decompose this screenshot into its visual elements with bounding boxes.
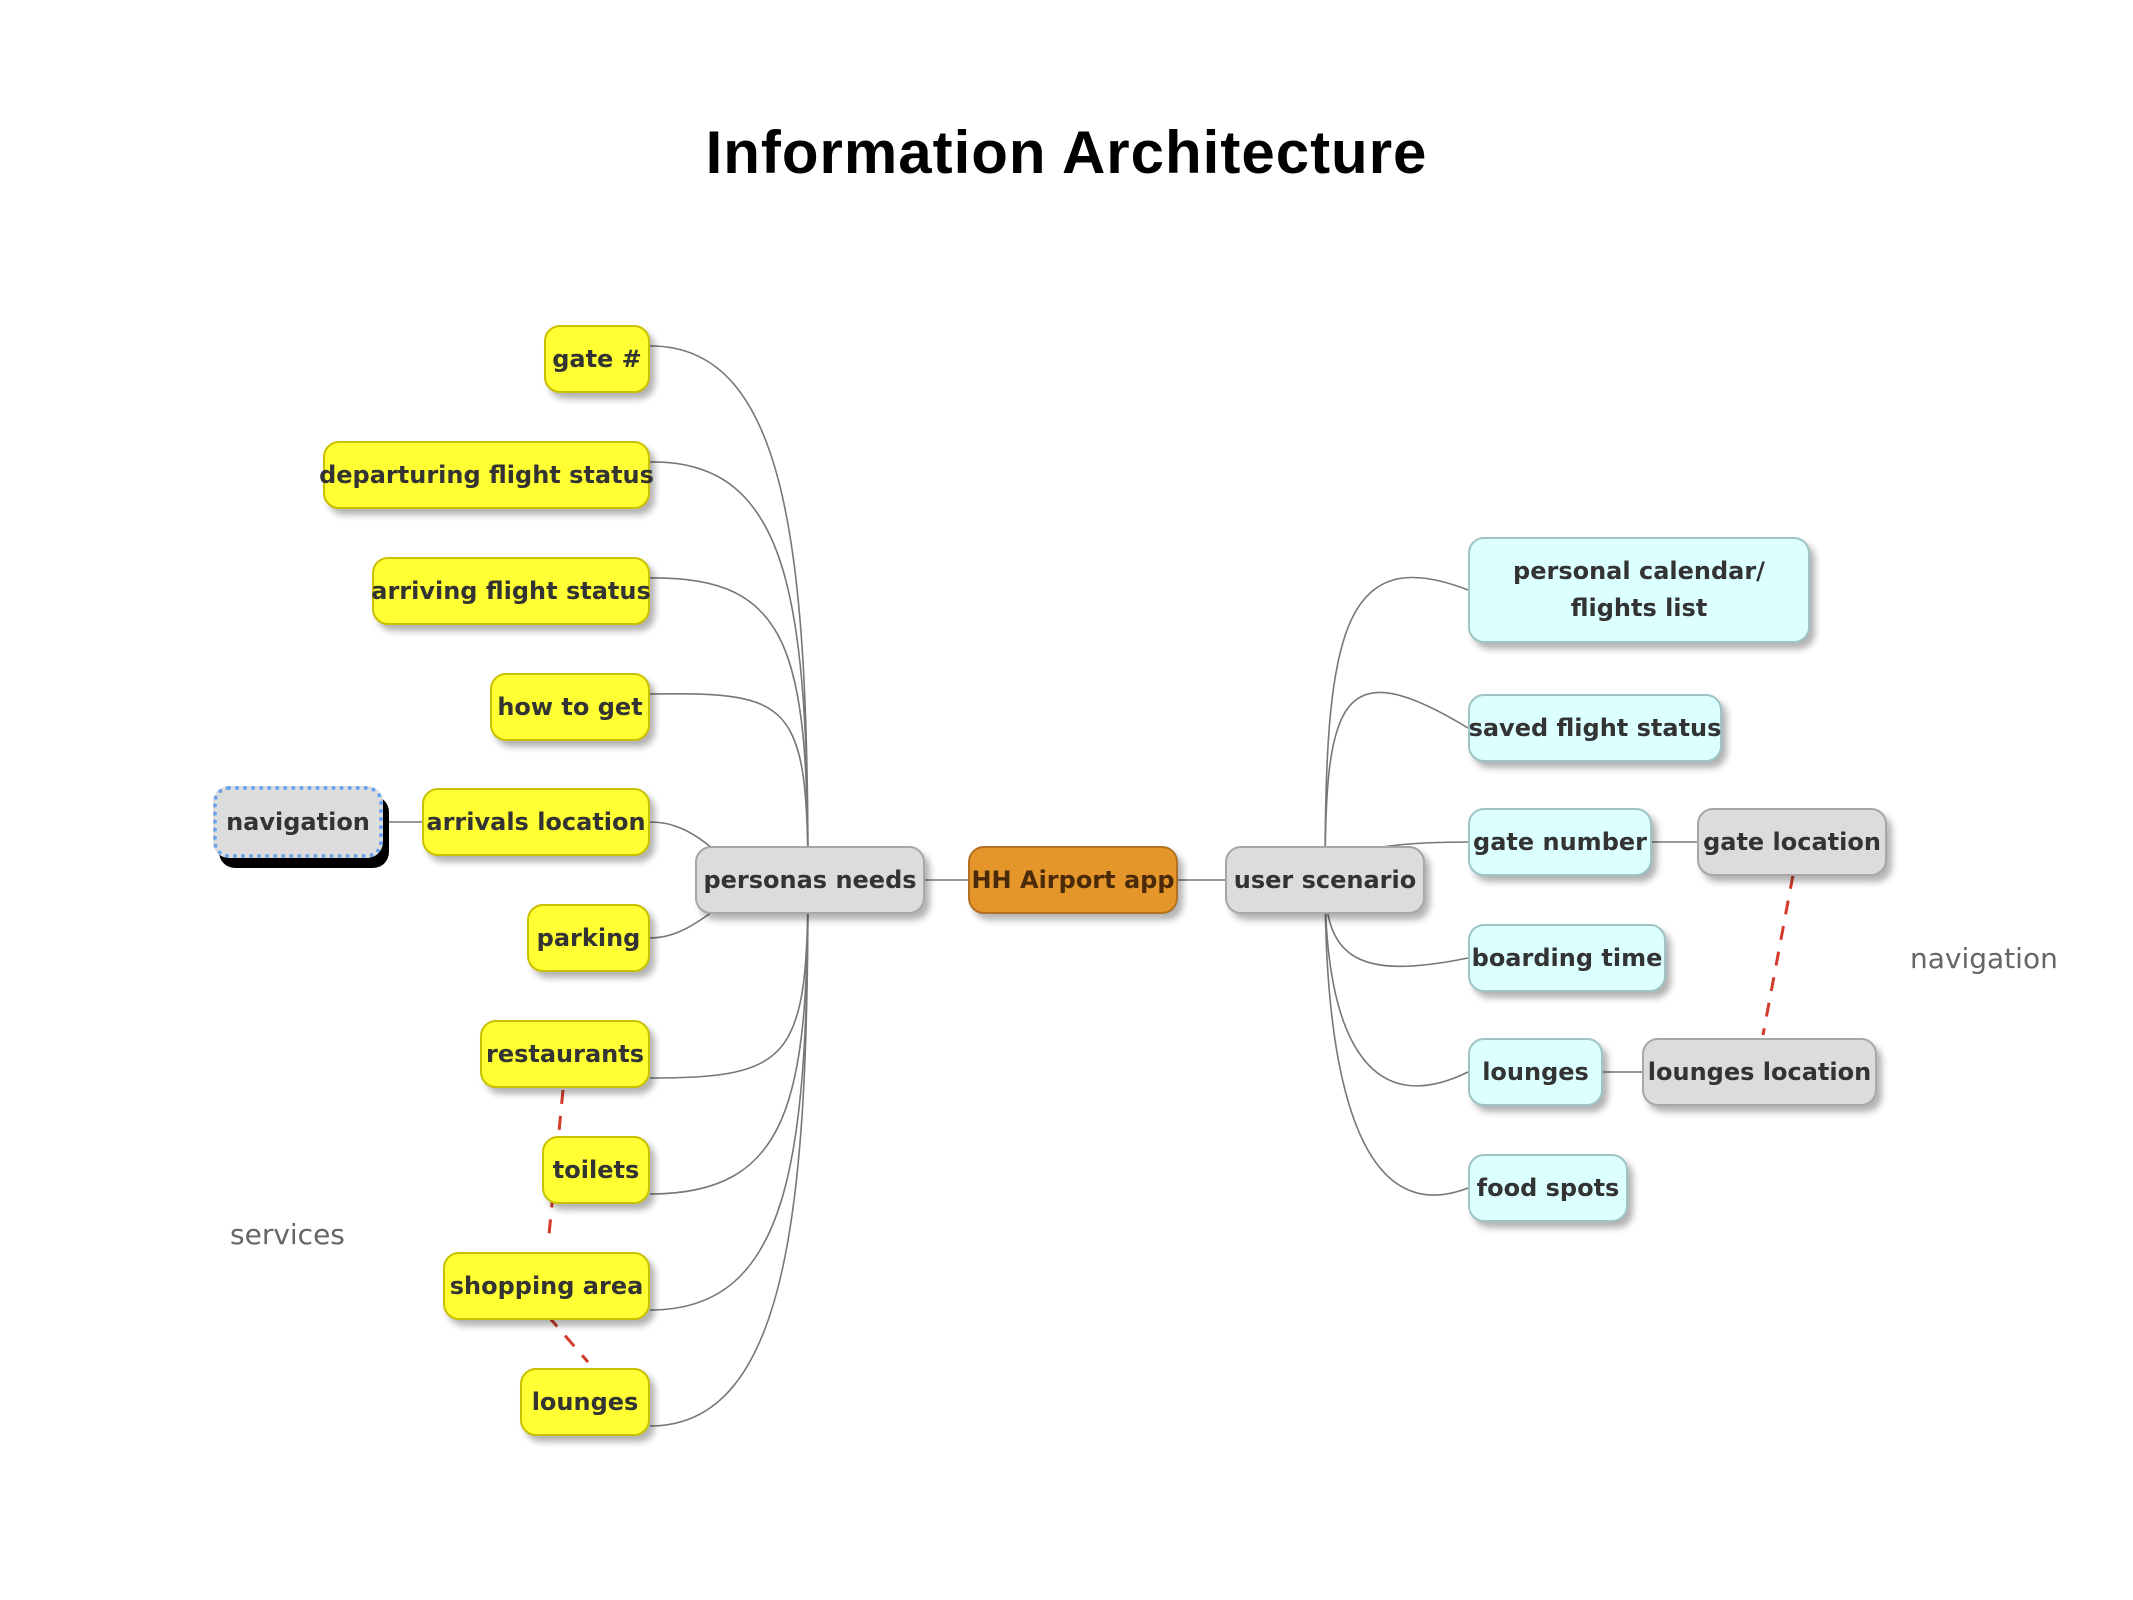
leaf-food-spots[interactable]: food spots — [1468, 1154, 1628, 1222]
leaf-boarding-time[interactable]: boarding time — [1468, 924, 1666, 992]
dashed-link-navigation — [1761, 874, 1795, 1036]
leaf-lounges-right[interactable]: lounges — [1468, 1038, 1603, 1106]
leaf-personal-calendar[interactable]: personal calendar/ flights list — [1468, 537, 1810, 643]
leaf-arriving-flight-status[interactable]: arriving flight status — [371, 557, 651, 625]
leaf-gate-number[interactable]: gate number — [1468, 808, 1652, 876]
page-title: Information Architecture — [705, 119, 1428, 186]
center-node[interactable]: HH Airport app — [968, 846, 1178, 914]
leaf-gate[interactable]: gate # — [544, 325, 650, 393]
link-departuring — [649, 461, 809, 881]
link-arriving — [649, 577, 809, 881]
link-toilets — [649, 879, 809, 1195]
leaf-restaurants[interactable]: restaurants — [480, 1020, 650, 1088]
branch-user-scenario[interactable]: user scenario — [1225, 846, 1425, 914]
leaf-gate-location[interactable]: gate location — [1697, 808, 1887, 876]
group-label-services: services — [230, 1218, 345, 1251]
leaf-lounges-location[interactable]: lounges location — [1642, 1038, 1877, 1106]
link-arrivals — [649, 821, 713, 849]
link-parking — [649, 911, 713, 939]
leaf-saved-flight-status[interactable]: saved flight status — [1468, 694, 1722, 762]
link-shopping — [649, 879, 809, 1311]
link-food — [1324, 879, 1469, 1196]
group-label-navigation: navigation — [1910, 942, 2058, 975]
leaf-toilets[interactable]: toilets — [542, 1136, 650, 1204]
link-calendar — [1324, 576, 1469, 881]
leaf-parking[interactable]: parking — [527, 904, 650, 972]
link-gate — [649, 345, 809, 881]
leaf-navigation-left[interactable]: navigation — [213, 786, 383, 858]
leaf-departuring-flight-status[interactable]: departuring flight status — [319, 441, 654, 509]
link-lounges-right — [1324, 879, 1469, 1087]
leaf-shopping-area[interactable]: shopping area — [443, 1252, 650, 1320]
branch-personas-needs[interactable]: personas needs — [695, 846, 925, 914]
link-saved — [1324, 691, 1469, 881]
link-how-to-get — [649, 692, 809, 881]
leaf-arrivals-location[interactable]: arrivals location — [422, 788, 650, 856]
leaf-how-to-get[interactable]: how to get — [490, 673, 650, 741]
dashed-link-services-2 — [546, 1315, 590, 1363]
leaf-lounges-left[interactable]: lounges — [520, 1368, 650, 1436]
link-lounges-left — [649, 879, 809, 1427]
